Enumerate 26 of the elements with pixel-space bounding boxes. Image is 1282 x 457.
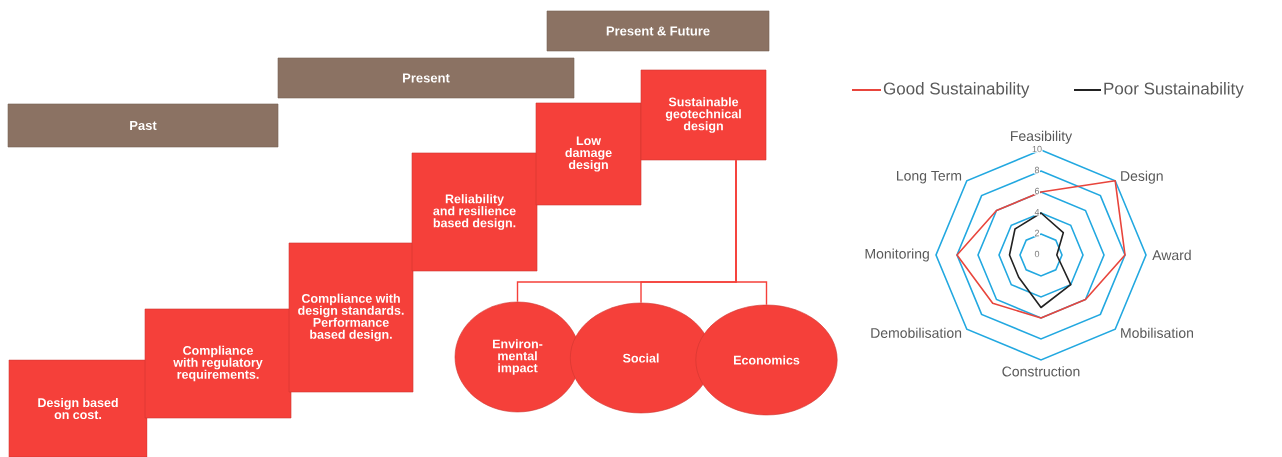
axis-label: Feasibility [1011,130,1073,144]
tick-label: 4 [1034,208,1040,216]
step-box: Reliability and resilience based design. [411,152,538,272]
legend-entry: Poor Sustainability [1073,82,1244,98]
era-banner: Present & Future [546,10,770,52]
axis-label: Design [1121,170,1163,184]
step-box: Low damage design [535,102,642,206]
legend-entry: Good Sustainability [851,82,1030,98]
era-banner: Past [7,103,279,148]
axis-label: Long Term [897,170,962,184]
step-box: Compliance with design standards. Performance based design. [288,242,414,393]
step-box: Compliance with regulatory requirements. [144,308,292,419]
axis-label: Award [1152,249,1191,261]
tree-connector [735,159,768,306]
tick-label: 6 [1034,187,1040,195]
tick-label: 10 [1031,145,1043,153]
step-box: Sustainable geotechnical design [640,69,767,161]
tick-label: 2 [1034,229,1040,237]
axis-label: Monitoring [865,248,929,262]
tick-label: 0 [1034,250,1040,258]
axis-label: Construction [1002,366,1080,377]
step-box: Design based on cost. [8,359,148,457]
tick-label: 8 [1034,166,1040,174]
axis-label: Mobilisation [1121,327,1193,338]
axis-label: Demobilisation [871,327,962,338]
era-banner: Present [277,57,575,99]
